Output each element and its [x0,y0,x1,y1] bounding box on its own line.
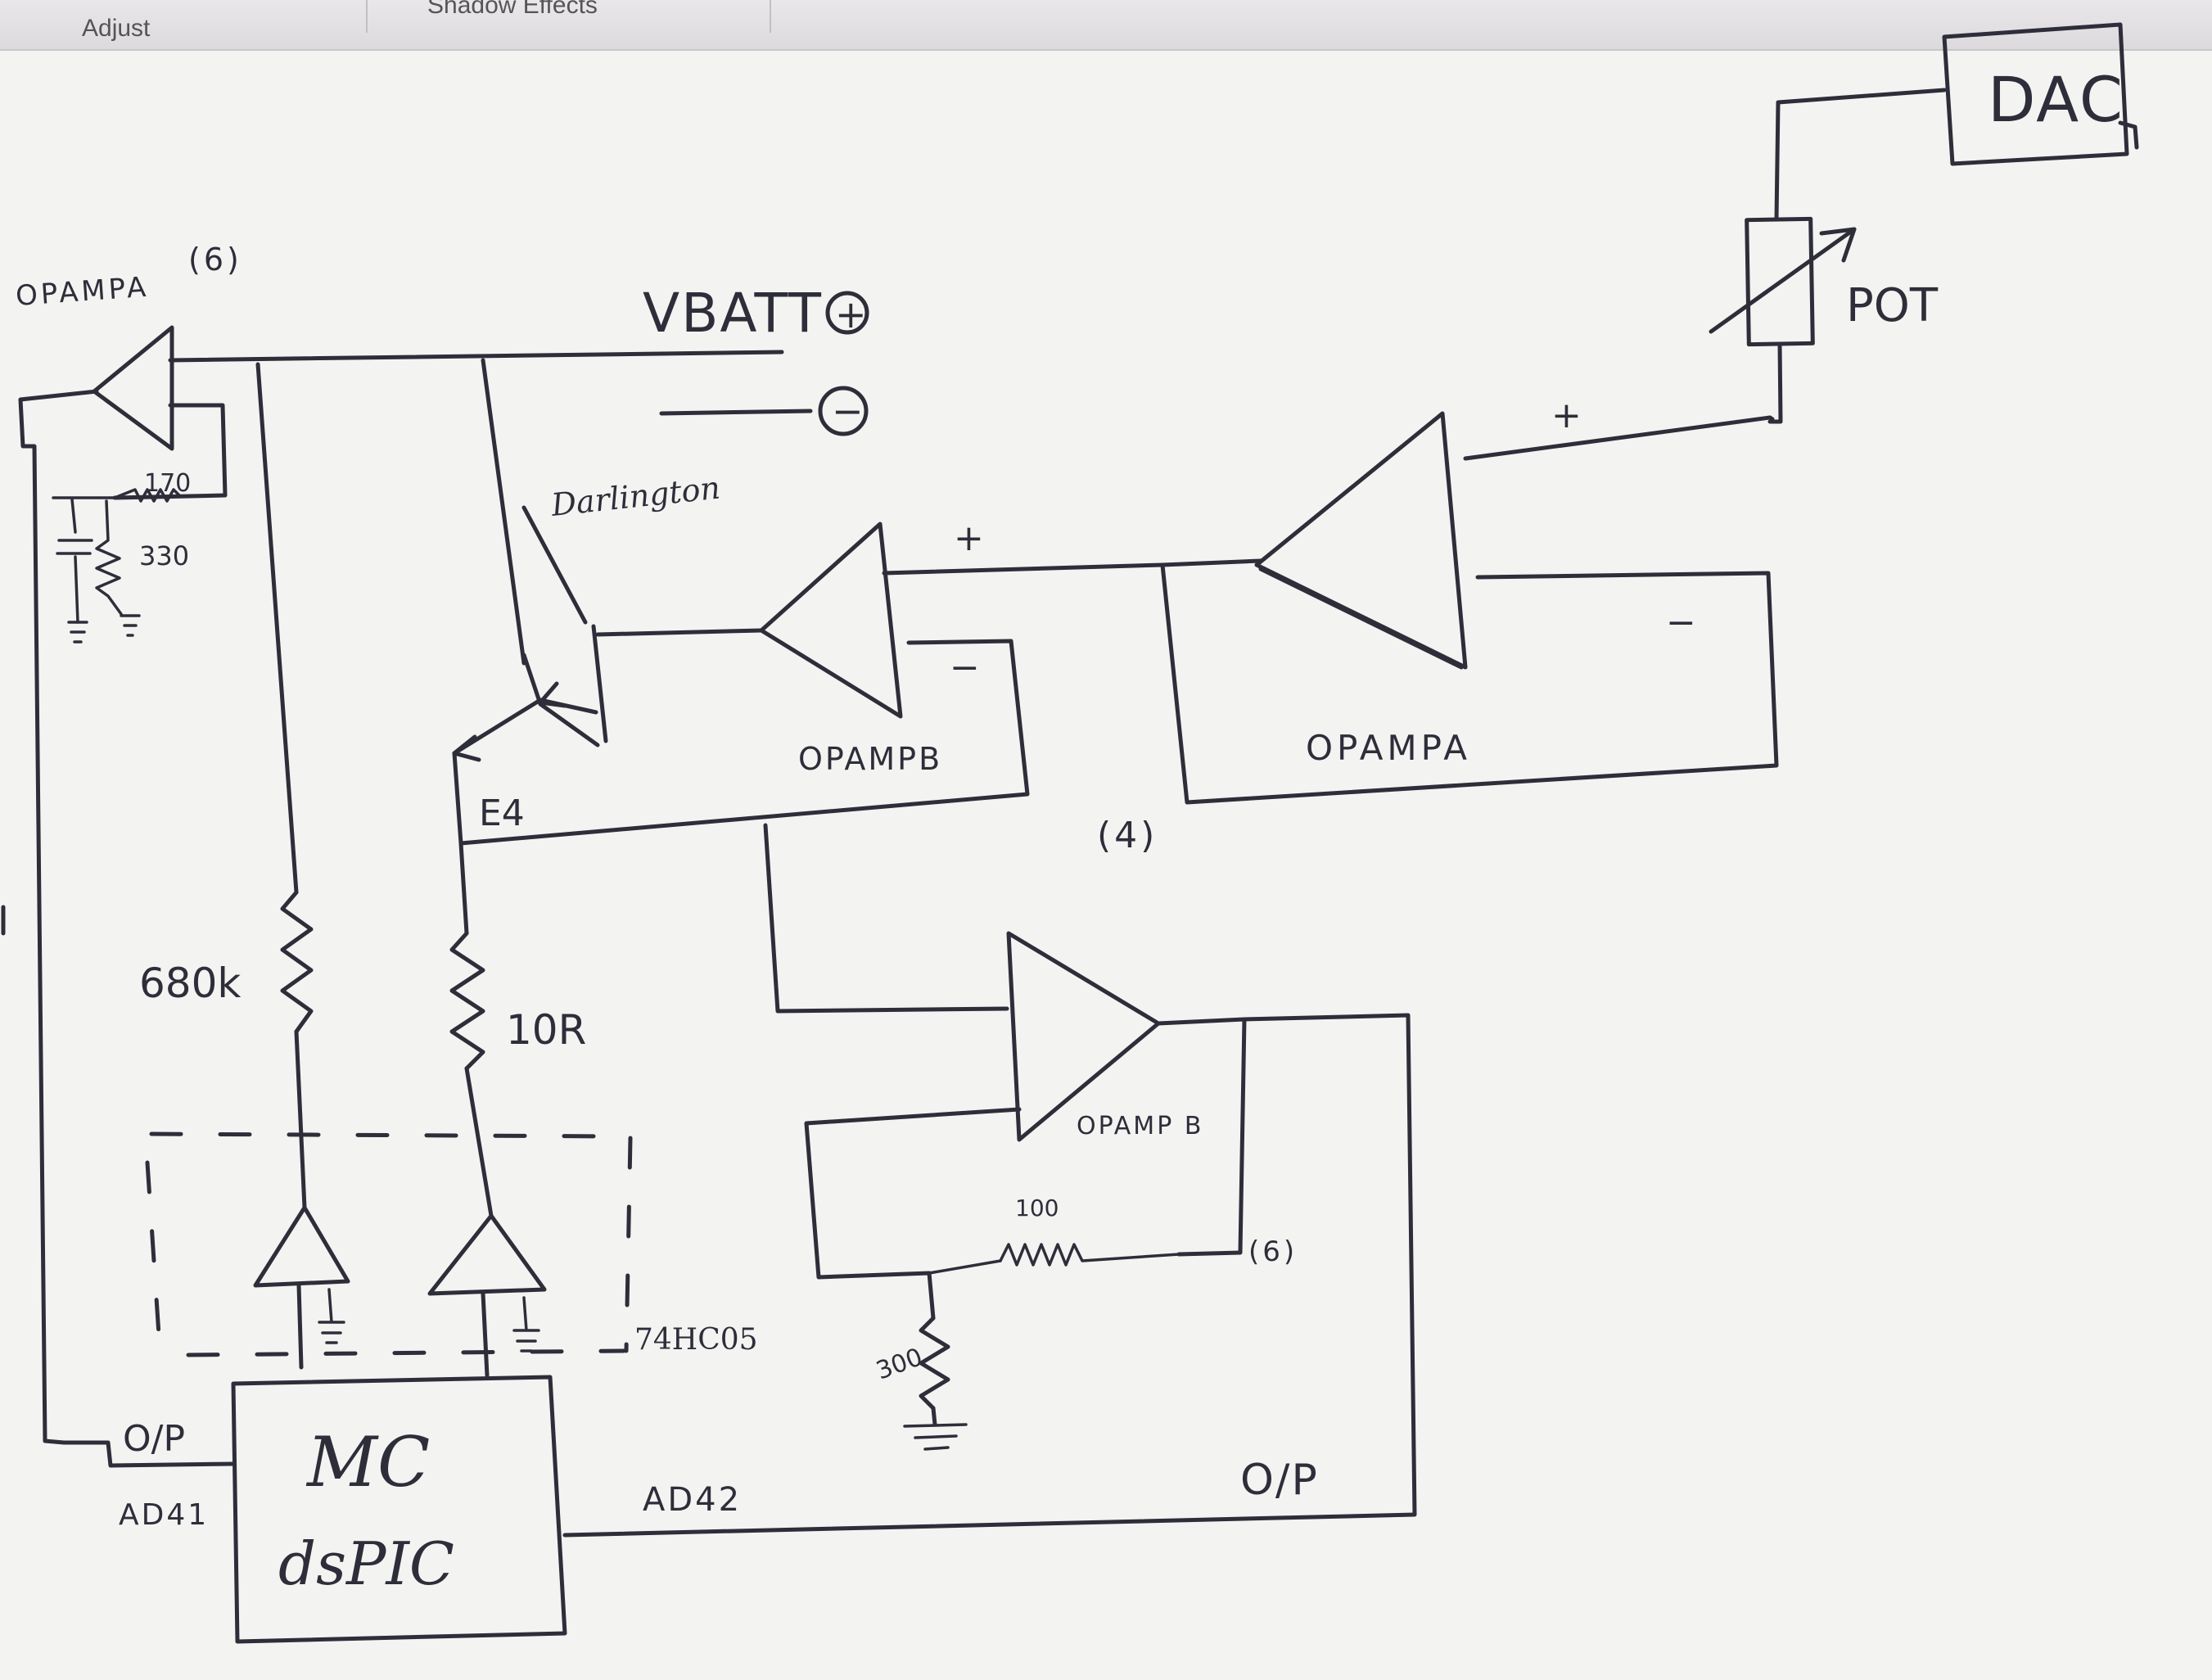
label-mc-line2: dsPIC [278,1529,454,1598]
ribbon-separator [366,0,368,33]
potentiometer-symbol [1709,88,1947,424]
label-r330: 330 [139,540,189,571]
label-count-4: (4) [1097,815,1158,856]
74hc05-package-outline [145,1131,633,1357]
vbatt-plus-terminal-icon: + [825,291,869,336]
label-opampb-low: OPAMP B [1077,1112,1203,1140]
label-plus-opampa: + [1551,395,1582,436]
opampb-mid-symbol [458,522,1165,1014]
label-74hc05: 74HC05 [634,1323,758,1357]
ribbon-toolbar: Adjust Shadow Effects [0,0,2212,51]
negative-rail-line [659,409,813,416]
label-minus-opampb: − [950,647,980,689]
label-opampa-top-left-count: (6) [188,242,242,278]
label-r100: 100 [1015,1195,1059,1222]
buffer-gate-right-symbol [427,1213,547,1378]
opampb-low-symbol [562,931,1417,1538]
opampa-top-left-symbol [18,325,784,1445]
label-ad41: AD41 [119,1498,209,1532]
resistor-680k [255,362,314,1210]
label-ad42: AD42 [643,1481,742,1519]
label-plus-opampb: + [954,517,984,559]
label-r680k: 680k [139,960,241,1007]
label-opampb-mid: OPAMPB [798,741,942,777]
vbatt-minus-terminal-icon: − [818,386,869,436]
tab-shadow-effects[interactable]: Shadow Effects [427,0,598,19]
label-op-right: O/P [1240,1456,1319,1505]
label-opampa-top-left: OPAMPA [15,271,151,313]
label-op-left: O/P [123,1418,185,1460]
svg-text:−: − [832,389,864,433]
buffer-gate-left-symbol [253,1205,350,1370]
label-r170: 170 [144,469,191,498]
microcontroller-dspic-block [61,1375,567,1644]
label-vbatt: VBATT [643,282,823,345]
darlington-transistor-symbol [452,358,608,846]
label-opampa-right: OPAMPA [1306,728,1471,768]
label-dac: DAC [1988,63,2124,136]
dac-block [1942,22,2139,166]
label-minus-opampa: − [1666,602,1696,644]
label-e4: E4 [479,793,525,834]
label-pot: POT [1846,279,1939,332]
label-r300: 300 [873,1343,927,1385]
label-r10r: 10R [506,1006,586,1054]
tab-adjust[interactable]: Adjust [82,15,151,42]
label-count-6-low: (6) [1248,1235,1298,1268]
opampa-right-symbol [1160,411,1779,805]
ribbon-separator [770,0,771,33]
svg-text:+: + [835,292,867,336]
label-mc-line1: MC [305,1422,430,1502]
resistor-10r [449,841,494,1218]
label-darlington: Darlington [548,470,721,524]
